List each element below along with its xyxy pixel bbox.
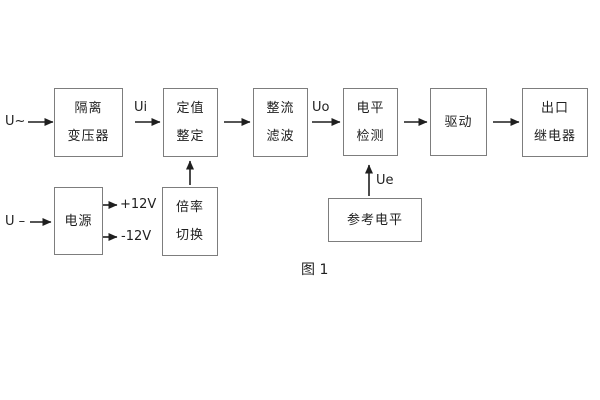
block-ratio-switch: 倍率 切换 — [162, 187, 218, 256]
figure-caption: 图 1 — [301, 262, 329, 278]
block-label: 参考电平 — [346, 212, 403, 228]
block-label: 滤波 — [266, 129, 295, 144]
input-label-ac-voltage: U~ — [5, 114, 26, 129]
block-label: 继电器 — [533, 129, 576, 144]
signal-label-uo: Uo — [312, 100, 330, 115]
block-driver: 驱动 — [430, 88, 487, 156]
block-label: 整定 — [176, 129, 205, 144]
signal-label-ui: Ui — [134, 100, 148, 115]
block-label: 变压器 — [67, 129, 110, 144]
block-label: 切换 — [175, 228, 204, 243]
block-label: 检测 — [356, 128, 385, 144]
block-label: 倍率 — [175, 200, 204, 215]
block-label: 隔离 — [74, 101, 103, 116]
block-label: 整流 — [266, 101, 295, 116]
signal-label-ue: Ue — [376, 173, 394, 188]
block-rectifier-filter: 整流 滤波 — [253, 88, 308, 157]
input-label-dc-voltage: U – — [5, 214, 26, 229]
block-level-detection: 电平 检测 — [343, 88, 398, 156]
block-label: 电源 — [64, 213, 93, 229]
block-label: 出口 — [540, 101, 569, 116]
block-power-supply: 电源 — [54, 187, 103, 255]
block-output-relay: 出口 继电器 — [522, 88, 588, 157]
block-label: 电平 — [356, 100, 385, 116]
block-reference-level: 参考电平 — [328, 198, 422, 242]
block-isolation-transformer: 隔离 变压器 — [54, 88, 123, 157]
rail-label-minus-12v: -12V — [121, 229, 152, 244]
block-setting-adjust: 定值 整定 — [163, 88, 218, 157]
block-label: 定值 — [176, 101, 205, 116]
rail-label-plus-12v: +12V — [120, 197, 157, 212]
block-label: 驱动 — [444, 114, 473, 130]
